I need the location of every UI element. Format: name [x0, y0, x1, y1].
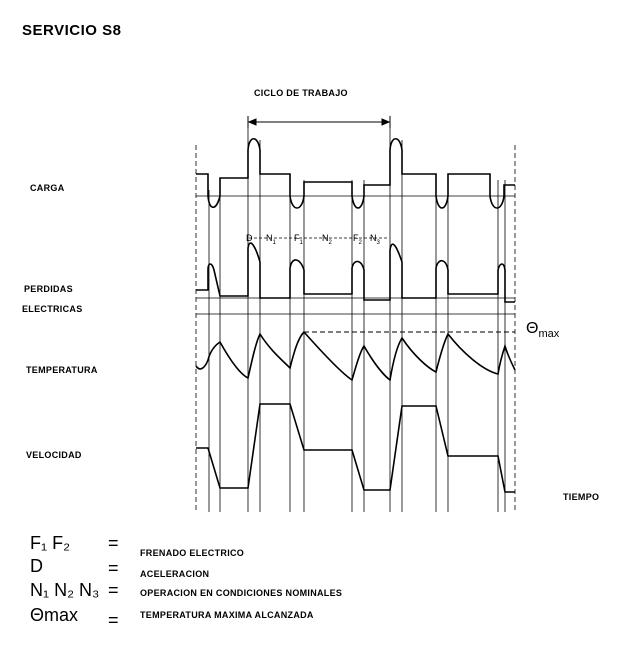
legend-symbol-d: D	[30, 556, 43, 576]
cycle-arrow	[247, 116, 391, 128]
legend-text-temperatura-max: TEMPERATURA MAXIMA ALCANZADA	[140, 610, 314, 620]
legend-symbol-f1-f2: F₁ F₂	[30, 533, 71, 553]
row-label-perdidas-2: ELECTRICAS	[22, 304, 83, 314]
dashed-boundaries	[195, 145, 516, 512]
row-label-temperatura: TEMPERATURA	[26, 365, 98, 375]
legend-symbol-n1-n2-n3: N₁ N₂ N₃	[30, 580, 100, 600]
perdidas-waveform	[196, 242, 515, 303]
legend-eq: =	[108, 558, 119, 578]
row-label-perdidas-1: PERDIDAS	[24, 284, 73, 294]
cycle-label: CICLO DE TRABAJO	[254, 88, 348, 98]
temperatura-waveform	[195, 330, 516, 382]
time-label: TIEMPO	[563, 492, 600, 502]
segment-label-n3: N3	[370, 233, 380, 246]
carga-waveform	[196, 137, 515, 209]
cycle-arrowhead-right	[381, 118, 391, 126]
row-label-carga: CARGA	[30, 183, 65, 193]
page-title: SERVICIO S8	[22, 22, 122, 39]
row-label-velocidad: VELOCIDAD	[26, 450, 82, 460]
cycle-arrowhead-left	[247, 118, 257, 126]
legend-symbol-theta-max: Θmax	[30, 605, 79, 625]
velocidad-waveform	[196, 403, 515, 493]
legend-text-aceleracion: ACELERACION	[140, 569, 210, 579]
legend-eq: =	[108, 580, 119, 600]
legend-eq: =	[108, 533, 119, 553]
theta-max-label: Θmax	[526, 320, 560, 341]
legend-text-frenado: FRENADO ELECTRICO	[140, 548, 245, 558]
legend-eq: =	[108, 610, 119, 630]
legend-text-operacion: OPERACION EN CONDICIONES NOMINALES	[140, 588, 343, 598]
